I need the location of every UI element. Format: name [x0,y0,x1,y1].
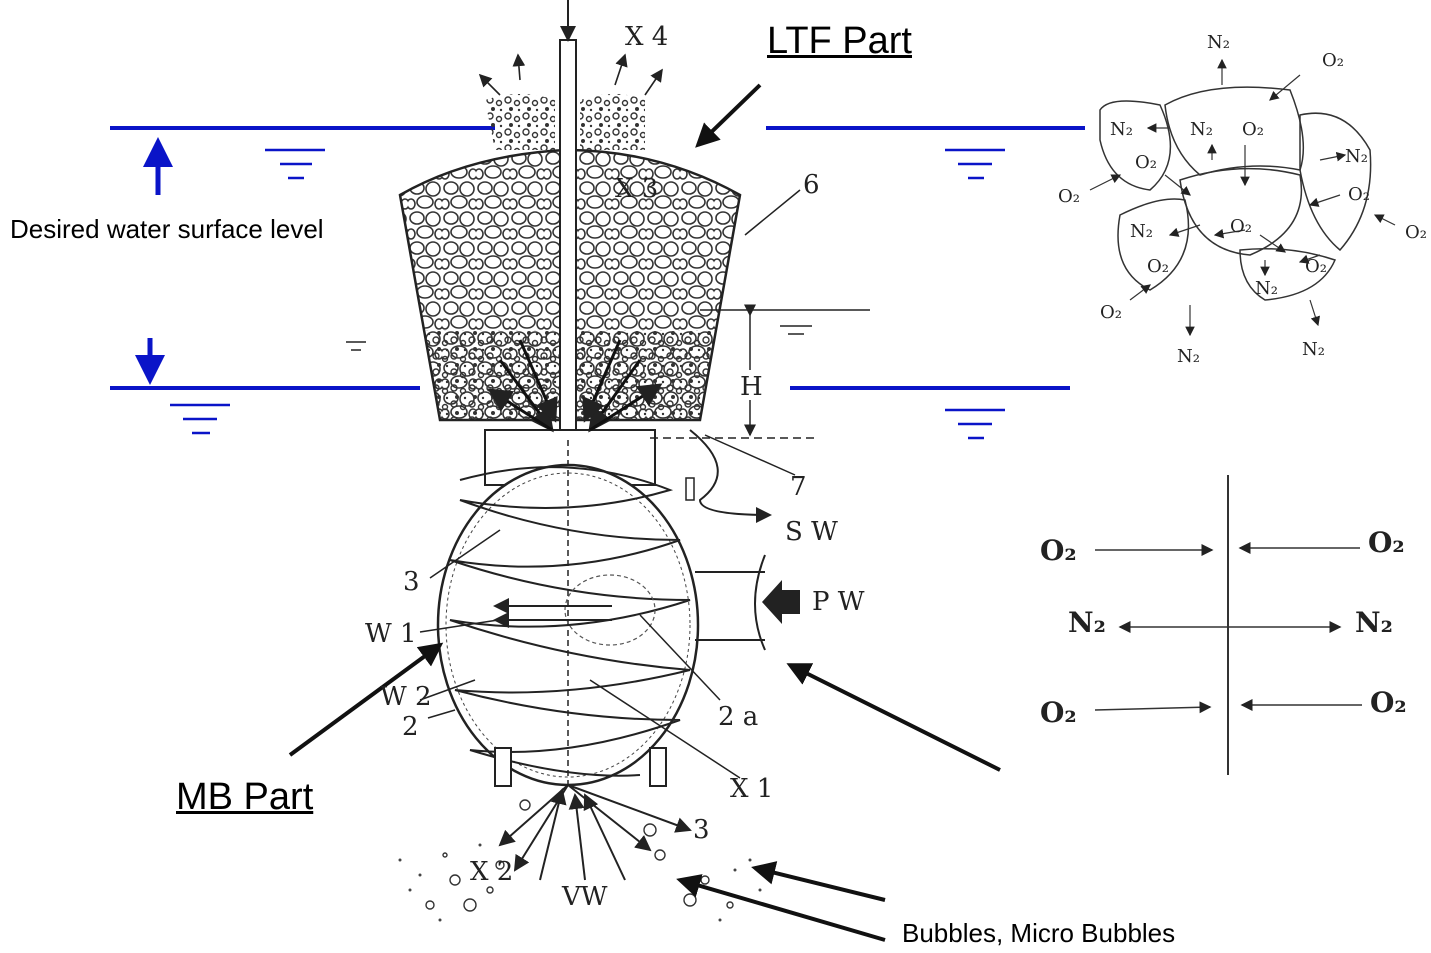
label-x1: X 1 [730,774,773,804]
water-level-label: Desired water surface level [10,214,324,245]
cluster-n2-top: N₂ [1207,32,1230,53]
label-3a: 3 [403,567,420,597]
exchange-n2-l: N₂ [1068,606,1106,639]
cluster-n2-a: N₂ [1110,119,1133,140]
label-7: 7 [790,472,807,502]
cluster-o2-d: O₂ [1147,256,1169,277]
cluster-o2-a: O₂ [1242,119,1264,140]
label-sw: S W [785,517,838,547]
exchange-o2-r1: O₂ [1368,526,1405,559]
label-x2: X 2 [470,857,513,887]
label-w1: W 1 [365,619,417,649]
bubbles-label: Bubbles, Micro Bubbles [902,918,1175,949]
exchange-o2-r2: O₂ [1370,686,1407,719]
cluster-o2-far: O₂ [1405,222,1427,243]
cluster-n2-c: N₂ [1130,221,1153,242]
cluster-n2-right: N₂ [1345,146,1368,167]
cluster-o2-e: O₂ [1305,256,1327,277]
label-h: H [740,372,763,402]
label-6: 6 [803,170,820,200]
exchange-o2-l2: O₂ [1040,696,1077,729]
bubble-cluster [1100,87,1371,300]
bottom-inlet [500,785,690,880]
cluster-n2-br: N₂ [1302,339,1325,360]
cluster-n2-bl: N₂ [1177,346,1200,367]
cluster-n2-b: N₂ [1190,119,1213,140]
cluster-o2-left: O₂ [1058,186,1080,207]
label-pw: P W [812,587,865,617]
cluster-n2-d: N₂ [1255,278,1278,299]
gas-exchange-diagram: O₂ O₂ N₂ N₂ O₂ O₂ [1040,475,1407,775]
label-vw: VW [561,882,608,912]
label-3b: 3 [693,815,710,845]
exchange-n2-r: N₂ [1355,606,1393,639]
ltf-part-title: LTF Part [767,20,912,63]
label-x3: X 3 [615,174,658,204]
sw-outflow-curve [690,430,770,515]
label-2a: 2 a [718,702,758,732]
exchange-o2-l1: O₂ [1040,534,1077,567]
cluster-labels: N₂ O₂ N₂ N₂ O₂ N₂ O₂ O₂ O₂ O₂ N₂ O₂ O₂ N… [1058,32,1427,367]
cluster-o2-b: O₂ [1135,152,1157,173]
cluster-o2-c: O₂ [1230,216,1252,237]
cluster-o2-bl: O₂ [1100,302,1122,323]
mb-part-title: MB Part [176,776,313,819]
cluster-o2-top: O₂ [1322,50,1344,71]
water-level-arrows [150,142,158,380]
cluster-o2-right: O₂ [1348,184,1370,205]
mb-vessel [438,440,800,790]
label-w2: W 2 [380,682,432,712]
label-x4: X 4 [625,22,668,52]
ltf-filter-tank [400,0,740,485]
label-2: 2 [402,712,419,742]
